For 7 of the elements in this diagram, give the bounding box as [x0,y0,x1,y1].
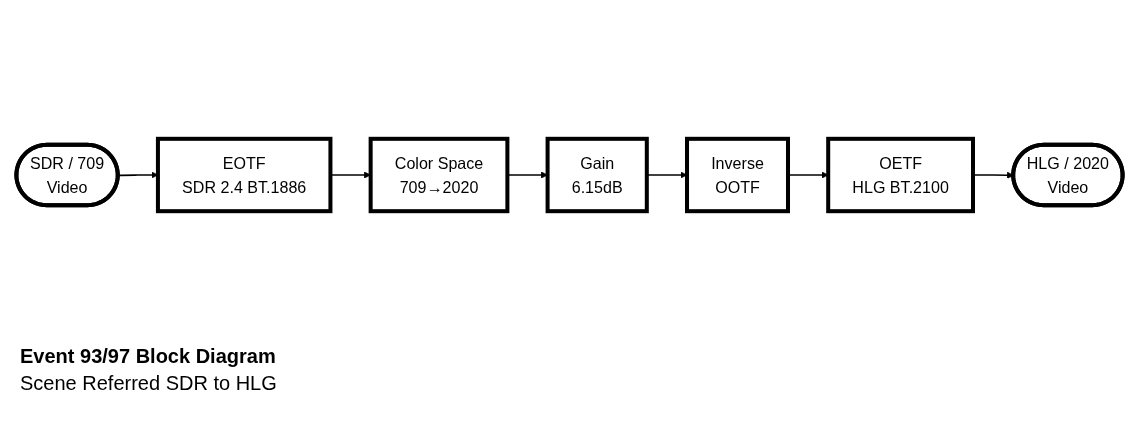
node-box: Inverse OOTF [685,136,790,214]
node-box: Color Space 709→2020 [368,136,510,214]
node-box: OETF HLG BT.2100 [826,136,975,214]
diagram-caption: Scene Referred SDR to HLG [20,372,277,395]
diagram-title: Event 93/97 Block Diagram [20,345,276,368]
node-box: Gain 6.15dB [545,136,649,214]
node-box: EOTF SDR 2.4 BT.1886 [155,136,333,214]
